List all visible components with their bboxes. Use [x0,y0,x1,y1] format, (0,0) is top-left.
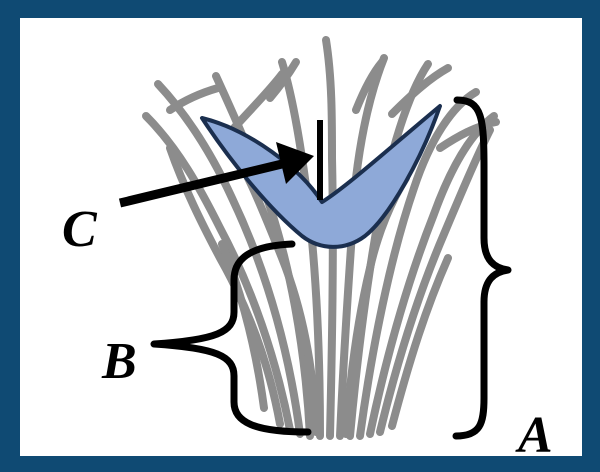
fiber-bundle-diagram [20,18,582,456]
label-c: C [62,204,97,256]
fiber-strand [392,258,448,426]
fiber-strand [234,74,282,128]
label-a: A [518,410,553,462]
label-b: B [102,336,137,388]
figure-frame: C B A [20,18,582,456]
fiber-strand [170,88,218,110]
